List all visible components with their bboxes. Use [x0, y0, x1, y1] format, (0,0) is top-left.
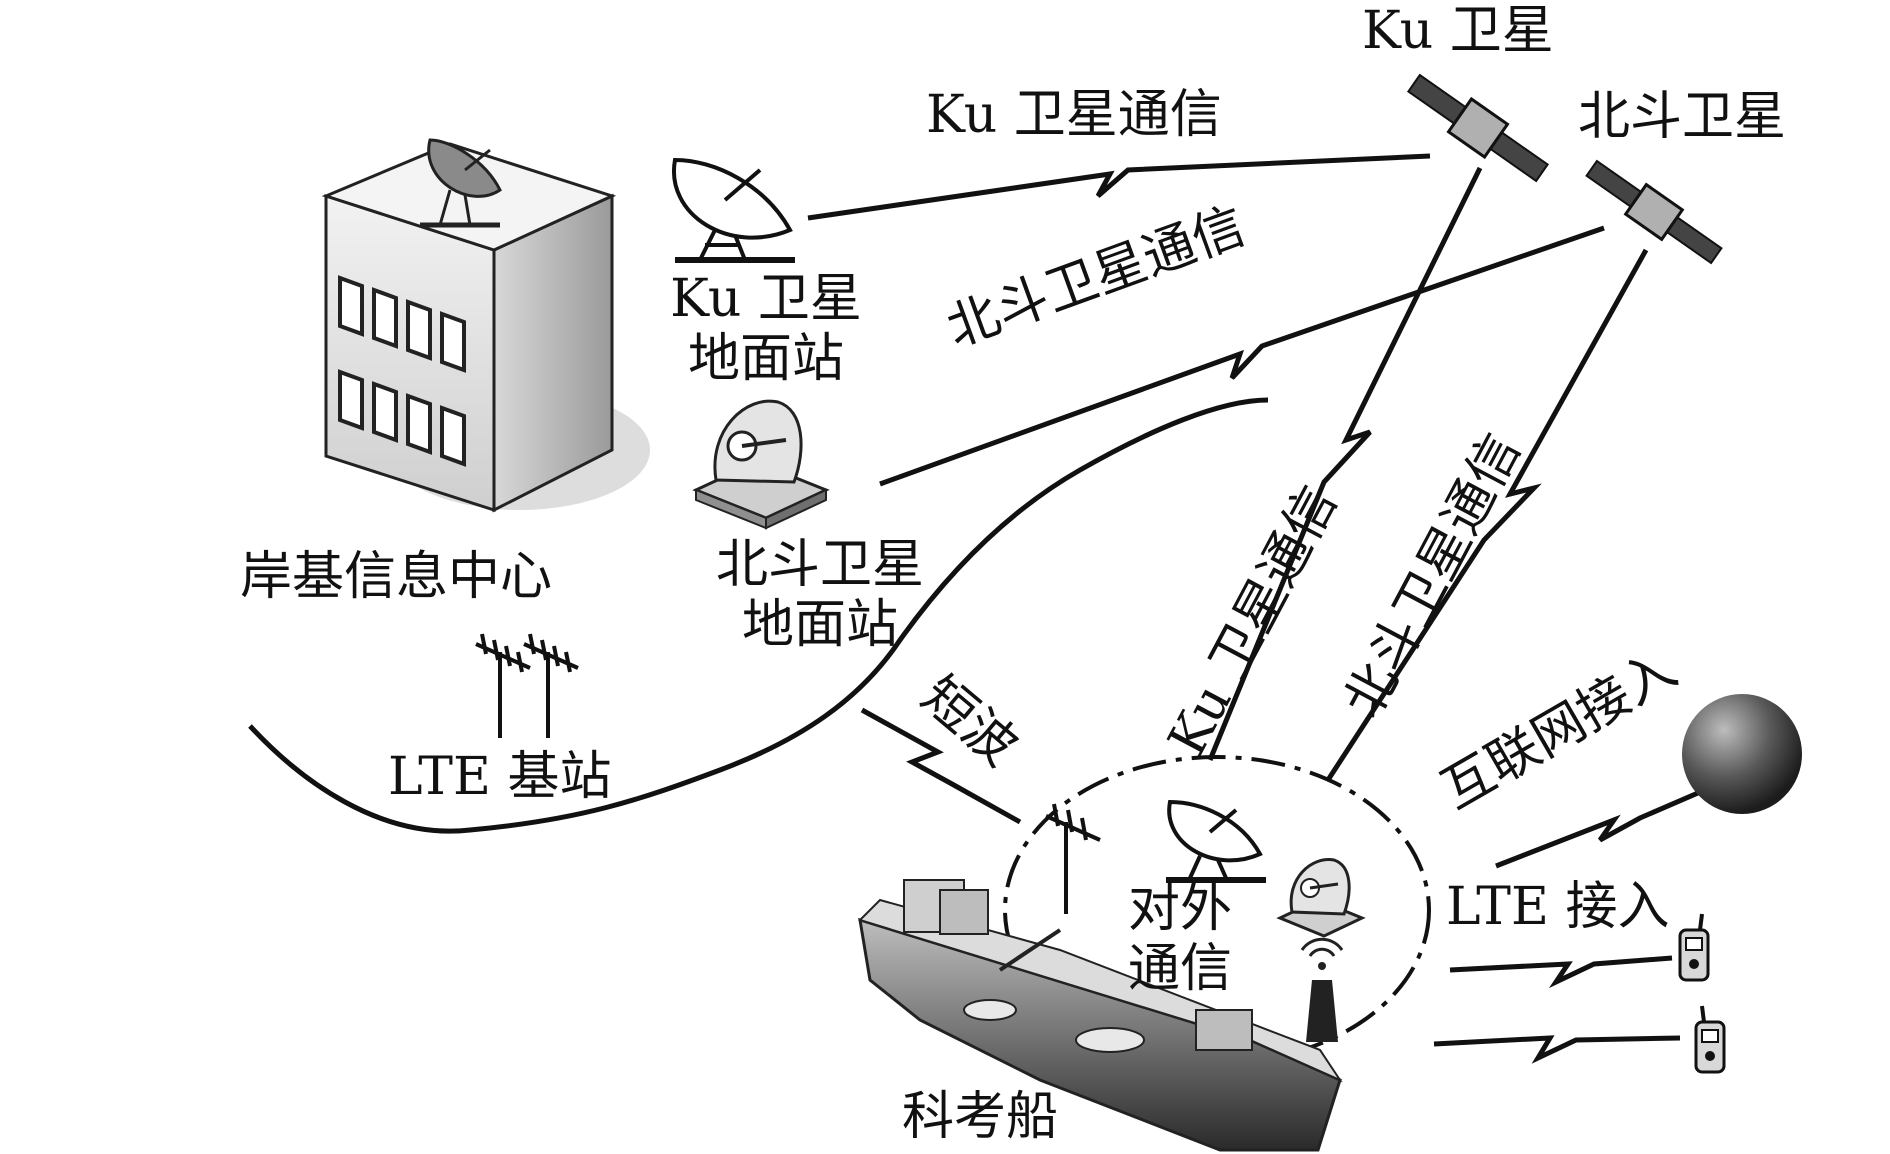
internet-link	[1495, 777, 1729, 869]
research-ship-label: 科考船	[902, 1087, 1059, 1147]
ku-ground-station-line1: Ku 卫星	[670, 269, 862, 329]
beidou-satellite-to-ship-link	[1325, 248, 1649, 782]
beidou-satellite-label: 北斗卫星	[1578, 87, 1787, 147]
ship-beidou-terminal-icon	[1276, 858, 1366, 938]
beidou-ground-station-line1: 北斗卫星	[715, 535, 924, 595]
beidou-ground-station-line2: 地面站	[741, 594, 898, 655]
handheld-radio-icon	[1678, 913, 1726, 1074]
shore-center-label: 岸基信息中心	[240, 547, 553, 607]
beidou-ground-station-label: 北斗卫星 地面站	[700, 535, 940, 656]
beidou-terminal-icon	[692, 399, 830, 530]
ku-satellite-to-ship-link	[1207, 166, 1483, 761]
ku-ground-station-line2: 地面站	[687, 328, 844, 389]
ku-ground-station-label: Ku 卫星 地面站	[656, 269, 876, 390]
external-comm-line2: 通信	[1127, 938, 1232, 999]
ship-dish-icon	[1166, 799, 1266, 883]
lte-base-label: LTE 基站	[388, 747, 612, 807]
coastline	[248, 397, 1269, 834]
beidou-ground-to-satellite-link	[879, 225, 1605, 487]
lte-link-1	[1449, 955, 1673, 989]
radio-tower-icon	[1300, 937, 1344, 1042]
globe-icon	[1682, 694, 1802, 814]
ku-satellite-icon	[1406, 73, 1550, 183]
lte-access-label: LTE 接入	[1446, 877, 1670, 937]
yagi-antenna-icon	[475, 633, 579, 738]
comm-links	[807, 153, 1729, 1064]
office-building-icon	[321, 138, 650, 513]
ku-satcom-label: Ku 卫星通信	[926, 85, 1222, 145]
ship-antenna-icon	[1045, 803, 1101, 914]
shortwave-link	[860, 707, 1022, 825]
lte-link-2	[1433, 1035, 1681, 1064]
ku-ground-to-satellite-link	[807, 153, 1431, 221]
ku-satellite-label: Ku 卫星	[1362, 1, 1554, 61]
ku-ground-dish-icon	[671, 157, 795, 263]
ship-icon	[858, 879, 1343, 1152]
beidou-satellite-icon	[1585, 159, 1723, 265]
external-comm-label: 对外 通信	[1110, 879, 1250, 1000]
external-comm-line1: 对外	[1127, 879, 1232, 939]
